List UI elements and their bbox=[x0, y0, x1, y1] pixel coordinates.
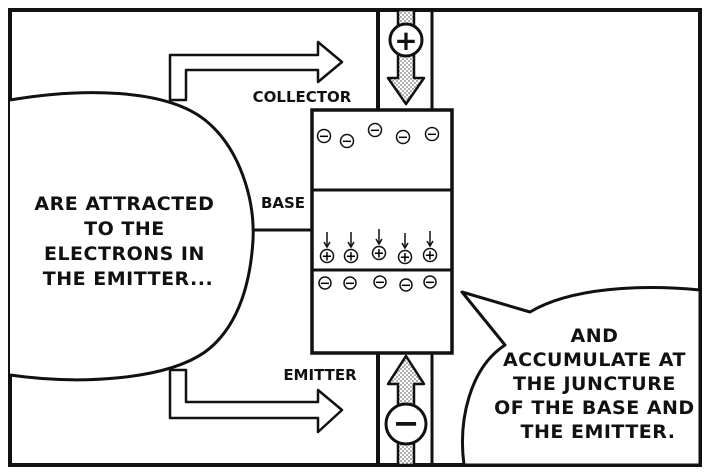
collector-label: COLLECTOR bbox=[253, 88, 352, 106]
right-bubble-line-3: THE JUNCTURE bbox=[513, 373, 676, 395]
left-bubble-line-4: THE EMITTER... bbox=[43, 268, 213, 290]
electron-icon bbox=[423, 275, 437, 289]
emitter-label: EMITTER bbox=[283, 366, 357, 384]
plus-terminal-icon bbox=[388, 22, 424, 58]
minus-terminal-icon bbox=[384, 402, 428, 446]
top-terminal-sign: + bbox=[394, 24, 417, 57]
electron-icon bbox=[316, 128, 332, 144]
right-bubble-line-5: THE EMITTER. bbox=[521, 421, 676, 443]
drift-arrow-head-icon bbox=[426, 240, 434, 248]
electron-sign: − bbox=[345, 277, 356, 292]
electron-sign: − bbox=[427, 128, 438, 143]
electron-sign: − bbox=[425, 276, 436, 291]
drift-arrow-head-icon bbox=[375, 238, 383, 246]
right-bubble-line-4: OF THE BASE AND bbox=[494, 397, 695, 419]
hole-icon bbox=[319, 248, 335, 264]
collector-flow-arrow bbox=[168, 40, 344, 102]
hole-icon bbox=[397, 249, 413, 265]
electron-sign: − bbox=[401, 279, 412, 294]
left-bubble-line-2: TO THE bbox=[84, 218, 165, 240]
electron-sign: − bbox=[375, 276, 386, 291]
electron-icon bbox=[399, 278, 413, 292]
electron-sign: − bbox=[398, 131, 409, 146]
left-bubble-line-3: ELECTRONS IN bbox=[44, 243, 205, 265]
right-speech-bubble bbox=[460, 286, 702, 467]
hole-icon bbox=[371, 245, 387, 261]
base-holes: + + + + + bbox=[319, 229, 438, 266]
hole-sign: + bbox=[322, 250, 333, 265]
right-bubble-text: AND ACCUMULATE AT THE JUNCTURE OF THE BA… bbox=[494, 325, 702, 443]
hole-icon bbox=[422, 247, 438, 263]
emitter-electrons: −−−−− bbox=[318, 275, 437, 294]
electron-icon bbox=[318, 276, 332, 290]
electron-icon bbox=[343, 276, 357, 290]
right-bubble-line-1: AND bbox=[570, 325, 618, 347]
right-bubble-line-2: ACCUMULATE AT bbox=[503, 349, 686, 371]
electron-icon bbox=[424, 126, 440, 142]
electron-icon bbox=[339, 133, 355, 149]
electron-icon bbox=[373, 275, 387, 289]
emitter-flow-arrow bbox=[168, 368, 344, 434]
hole-sign: + bbox=[374, 247, 385, 262]
left-bubble-text: ARE ATTRACTED TO THE ELECTRONS IN THE EM… bbox=[34, 193, 221, 290]
electron-icon bbox=[395, 129, 411, 145]
hole-sign: + bbox=[400, 251, 411, 266]
transistor-block bbox=[310, 108, 454, 355]
drift-arrow-head-icon bbox=[323, 241, 331, 249]
left-bubble-line-1: ARE ATTRACTED bbox=[34, 193, 214, 215]
collector-electrons: −−−−− bbox=[316, 122, 440, 150]
hole-sign: + bbox=[346, 250, 357, 265]
hole-sign: + bbox=[425, 249, 436, 264]
transistor-outline bbox=[310, 108, 454, 355]
drift-arrow-head-icon bbox=[347, 241, 355, 249]
electron-sign: − bbox=[320, 277, 331, 292]
bottom-terminal-arrow: − bbox=[384, 354, 428, 467]
electron-sign: − bbox=[319, 130, 330, 145]
electron-icon bbox=[367, 122, 383, 138]
electron-sign: − bbox=[370, 124, 381, 139]
base-label: BASE bbox=[261, 194, 305, 212]
top-terminal-arrow: + bbox=[386, 8, 426, 106]
electron-sign: − bbox=[342, 135, 353, 150]
bottom-terminal-sign: − bbox=[393, 404, 420, 442]
left-speech-bubble bbox=[9, 91, 255, 382]
drift-arrow-head-icon bbox=[401, 242, 409, 250]
hole-icon bbox=[343, 248, 359, 264]
